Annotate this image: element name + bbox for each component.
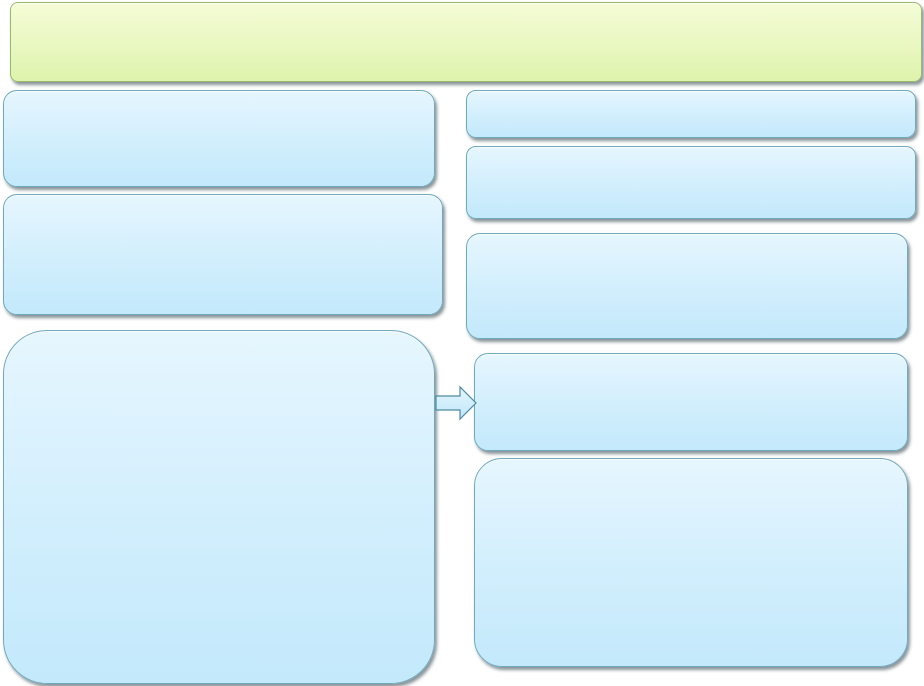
right-box-4 <box>474 353 908 451</box>
left-box-3 <box>3 330 435 684</box>
right-box-1 <box>466 90 916 138</box>
right-arrow-icon <box>435 385 477 421</box>
left-box-1 <box>3 90 435 187</box>
left-box-2 <box>3 194 443 315</box>
right-box-5 <box>474 458 908 667</box>
right-box-2 <box>466 146 916 219</box>
right-box-3 <box>466 233 908 339</box>
title-box <box>10 2 922 82</box>
